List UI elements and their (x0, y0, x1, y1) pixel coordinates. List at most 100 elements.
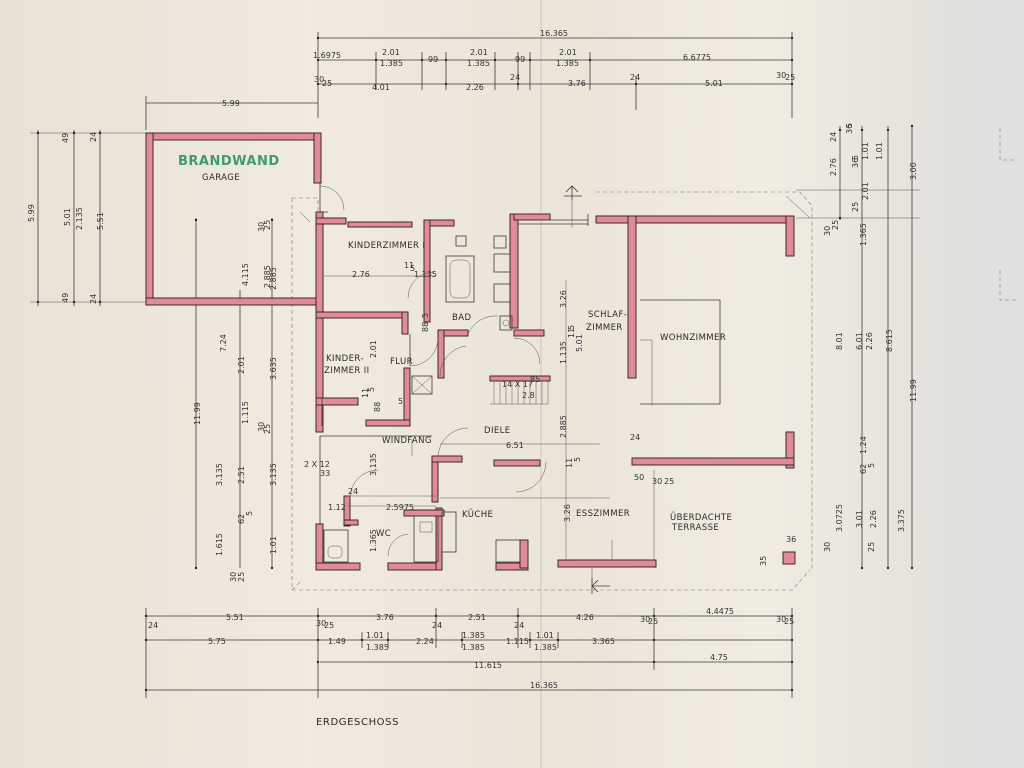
dim-left-b-0: 5.01 (63, 208, 72, 226)
dim-top-r2-4: 24 (510, 73, 520, 82)
dim-left-c-5: 1.615 (215, 533, 224, 556)
dim-right-a-9: 1.01 (875, 142, 884, 160)
dim-inner-35: 36 (786, 535, 796, 544)
dim-top-r1b-0: 1.385 (380, 59, 403, 68)
room-bad: BAD (452, 313, 471, 323)
dim-inner-18: 5 (398, 397, 403, 406)
dim-inner-39: 2.885 (263, 265, 272, 288)
room-schlaf-1: SCHLAF- (588, 310, 627, 320)
dim-right-a-10: 3.00 (909, 162, 918, 180)
dim-inner-19: 2.885 (559, 415, 568, 438)
dim-inner-36: 35 (759, 556, 768, 566)
dim-inner-8: 5.01 (575, 334, 584, 352)
dim-inner-37: 30 (257, 222, 266, 232)
dim-bot-r2-6: 1.385 (462, 643, 485, 652)
dim-bot-r1-10: 25 (648, 617, 658, 626)
dim-right-a-1: 36 (845, 124, 854, 134)
dim-inner-0: 2.76 (352, 270, 370, 279)
dim-inner-6: 2.01 (369, 340, 378, 358)
dim-right-b-2: 25 (831, 220, 840, 230)
dim-inner-15: 11 (361, 388, 370, 398)
dim-right-a-7: 25 (851, 202, 860, 212)
dim-right-b-8: 1.24 (859, 436, 868, 454)
terrace-outline (640, 299, 721, 568)
paper-edge (962, 0, 1024, 768)
dim-bot-r1-0: 24 (148, 621, 158, 630)
dim-top-r2-8: 30 (776, 71, 786, 80)
dim-top-r2-7: 5.01 (705, 79, 723, 88)
room-kinder-2a: KINDER- (326, 354, 364, 364)
room-terrasse-1: ÜBERDACHTE (670, 512, 732, 523)
dim-left-a-1: 49 (61, 133, 70, 143)
dim-inner-27: 1.12 (328, 503, 346, 512)
dim-bot-r1-13: 25 (784, 617, 794, 626)
dim-inner-26: 24 (348, 487, 358, 496)
dim-left-c-2: 2.01 (237, 356, 246, 374)
interior-lines (319, 183, 613, 594)
dim-left-d-6: 2.51 (237, 466, 246, 484)
dim-left-d-2: 3.635 (269, 357, 278, 380)
room-schlaf-2: ZIMMER (586, 323, 623, 333)
dim-bot-r1-5: 24 (432, 621, 442, 630)
firewall-label: BRANDWAND (178, 154, 280, 169)
dim-inner-14: 2.8 (522, 391, 535, 400)
dim-top-r1-2: 99 (428, 55, 438, 64)
dim-right-c-0: 3.0725 (835, 504, 844, 532)
dim-top-r1-5: 2.01 (559, 48, 577, 57)
dim-inner-31: 24 (630, 433, 640, 442)
dim-bot-r2-2: 1.01 (366, 631, 384, 640)
dim-right-a-8: 2.01 (861, 182, 870, 200)
room-esszimmer: ESSZIMMER (576, 509, 630, 519)
dim-bot-r1-6: 2.51 (468, 613, 486, 622)
room-wc: WC (376, 529, 391, 539)
dim-bot-r2-10: 3.365 (592, 637, 615, 646)
dim-right-c-5: 25 (867, 542, 876, 552)
dim-left-c-4: 3.135 (215, 463, 224, 486)
dim-bot-total: 16.365 (530, 681, 558, 690)
walls (145, 132, 796, 571)
dim-inner-3: 1.135 (414, 270, 437, 279)
dim-right-b-3: 8.01 (835, 332, 844, 350)
plan-title: ERDGESCHOSS (316, 717, 399, 728)
dim-top-r1-0: 1.6975 (313, 51, 341, 60)
dim-left-d-8: 62 (237, 514, 246, 524)
dim-inner-38: 25 (263, 220, 272, 230)
room-diele: DIELE (484, 426, 511, 436)
dim-left-b-3: 24 (89, 132, 98, 142)
room-windfang: WINDFANG (382, 436, 432, 446)
dim-inner-21: 11 (565, 458, 574, 468)
dim-left-a-2: 49 (61, 293, 70, 303)
dim-inner-11: 5 (567, 325, 576, 330)
dim-right-c-1: 3.01 (855, 510, 864, 528)
dim-bot-r2-0: 5.75 (208, 637, 226, 646)
dim-inner-4: 88 (421, 322, 430, 332)
dim-top-r1-4: 99 (515, 55, 525, 64)
dim-top-r2-1: 25 (322, 79, 332, 88)
dim-bot-r2-9: 1.385 (534, 643, 557, 652)
dim-bot-r2-3: 1.385 (366, 643, 389, 652)
dim-bot-r1-4: 3.76 (376, 613, 394, 622)
dim-inner-10: 11 (567, 328, 576, 338)
dim-bot-r3-0: 11.615 (474, 661, 502, 670)
dim-top-r1-6: 6.6775 (683, 53, 711, 62)
dim-inner-1: 11 (404, 261, 414, 270)
dim-bot-r3-1: 4.75 (710, 653, 728, 662)
dim-top-r2-2: 4.01 (372, 83, 390, 92)
dim-bot-r1-12: 30 (776, 615, 786, 624)
dim-inner-17: 88 (373, 402, 382, 412)
dim-right-b-5: 2.26 (865, 332, 874, 350)
dim-right-a-6: 1.01 (861, 142, 870, 160)
dim-top-total: 16.365 (540, 29, 568, 38)
room-kinderzimmer-1: KINDERZIMMER I (348, 241, 425, 251)
room-terrasse-2: TERRASSE (671, 523, 719, 533)
dim-left-b-2: 5.51 (96, 212, 105, 230)
dim-right-b-1: 30 (823, 226, 832, 236)
room-wohnzimmer: WOHNZIMMER (660, 333, 726, 343)
dim-inner-22: 5 (573, 457, 582, 462)
dim-left-c-0: 7.24 (219, 334, 228, 352)
dim-inner-29: 1.365 (369, 529, 378, 552)
dim-left-d-7: 1.01 (269, 536, 278, 554)
dim-inner-32: 50 (634, 473, 644, 482)
dim-inner-20: 6.51 (506, 441, 524, 450)
